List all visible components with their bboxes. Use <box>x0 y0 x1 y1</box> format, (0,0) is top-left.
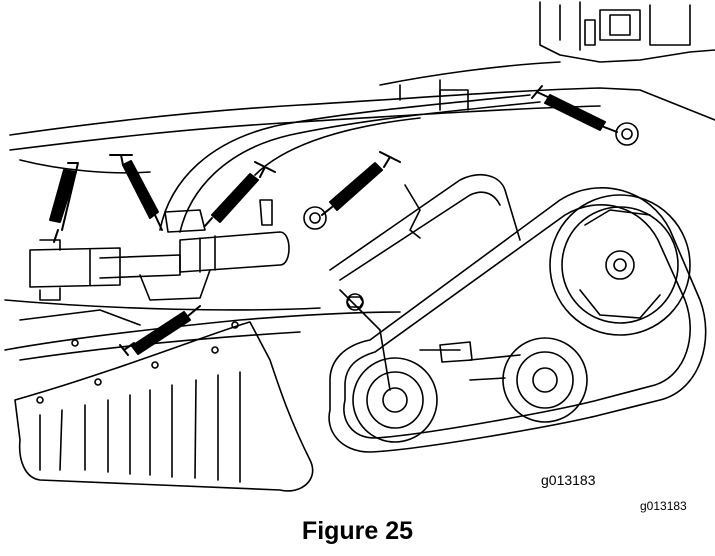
grease-gun-icon <box>322 152 400 215</box>
figure-code-inline: g013183 <box>541 472 596 488</box>
figure-code-corner: g013183 <box>640 499 687 513</box>
grease-gun-icon <box>205 162 275 226</box>
front-deck <box>15 310 313 491</box>
grease-gun-icon <box>120 306 200 355</box>
hydraulic-cylinder <box>30 210 289 300</box>
grease-gun-icon <box>50 163 78 242</box>
figure-caption: Figure 25 <box>301 517 414 545</box>
grease-gun-icon <box>110 155 162 230</box>
grease-fittings <box>260 123 638 238</box>
track-assembly <box>329 188 706 452</box>
machine-illustration <box>0 0 715 500</box>
engine-block <box>540 2 715 62</box>
grease-gun-icon <box>532 86 617 132</box>
